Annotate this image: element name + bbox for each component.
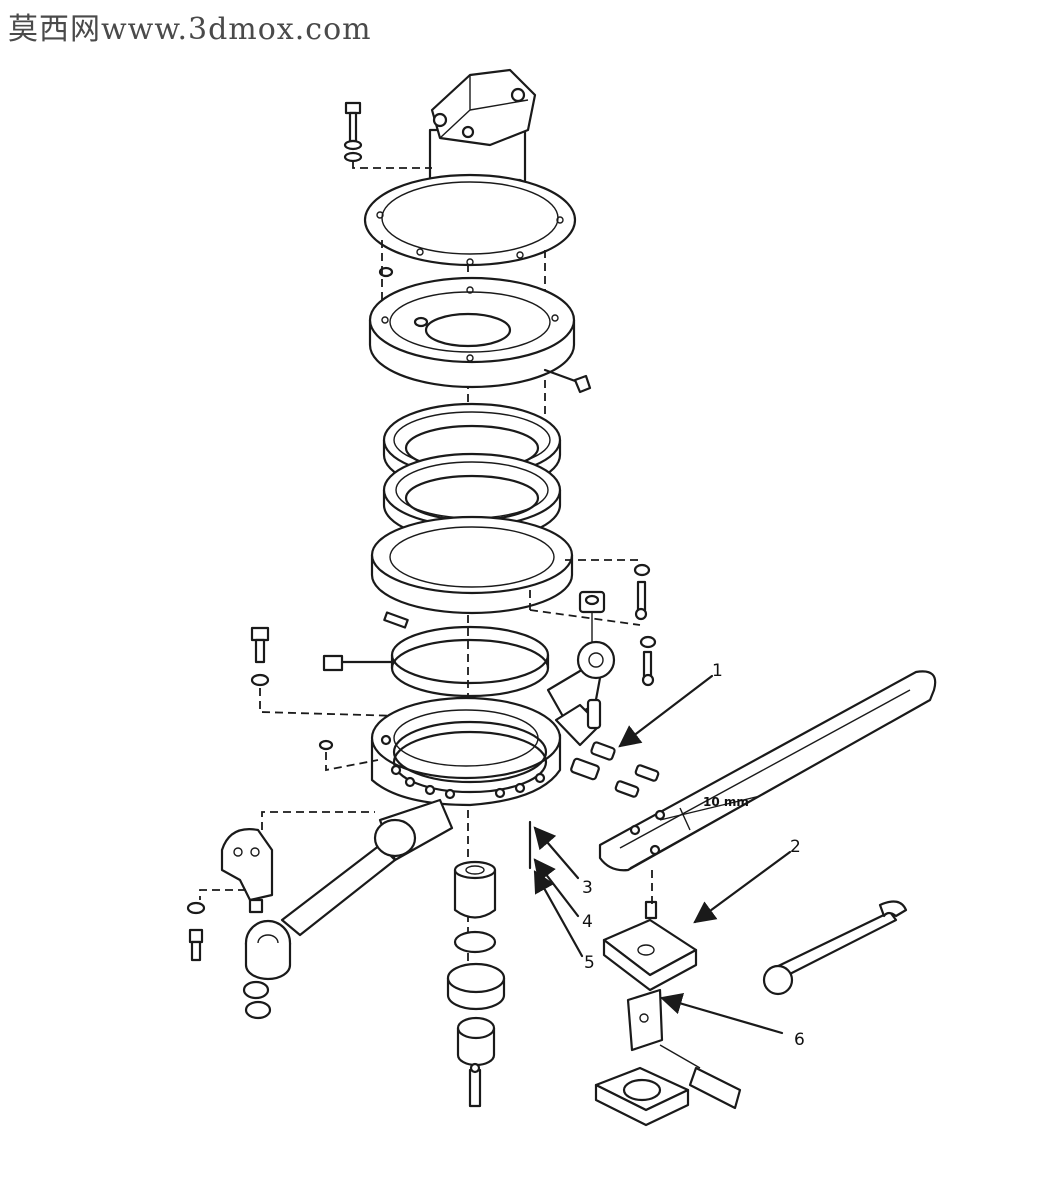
- washer: [378, 266, 394, 278]
- dowel-pin: [383, 611, 409, 629]
- side-bolt-upper: [633, 563, 651, 621]
- callout-leader-3: [533, 826, 580, 880]
- set-screw: [543, 368, 592, 394]
- callout-leader-4: [533, 858, 580, 918]
- callout-5: 5: [584, 953, 595, 973]
- hex-screw: [322, 654, 397, 672]
- shaft-coupling: [446, 860, 506, 1108]
- clamp-plate: [602, 870, 698, 992]
- watermark-text: 莫西网www.3dmox.com: [8, 12, 372, 47]
- tensioner-screw: [570, 698, 660, 798]
- side-bolt-lower: [639, 635, 657, 687]
- callout-leader-5: [533, 870, 584, 958]
- motor-bolt: [343, 101, 432, 169]
- hydraulic-cylinder: [244, 798, 454, 981]
- guide-bar: [598, 670, 937, 872]
- rotator-housing: [370, 640, 616, 807]
- callout-3: 3: [582, 878, 593, 898]
- roller-bushing: [578, 590, 606, 655]
- guide-line: [529, 609, 641, 626]
- hub-washer: [318, 739, 379, 772]
- cylinder-bracket: [199, 811, 375, 914]
- seal-ring: [390, 625, 550, 698]
- callout-6: 6: [794, 1030, 805, 1050]
- callout-leader-6: [659, 992, 784, 1035]
- pin-bolt: [186, 901, 206, 962]
- callout-1: 1: [712, 661, 723, 681]
- base-ring: [370, 515, 574, 615]
- dimension-label: 10 mm: [703, 795, 749, 809]
- mounting-plate: [363, 173, 577, 267]
- chain-tensioner-bracket: [594, 988, 742, 1127]
- lock-nuts: [242, 980, 272, 1020]
- callout-leader-1: [618, 674, 714, 748]
- bearing-housing: [368, 276, 576, 389]
- spanner-wrench: [762, 900, 908, 996]
- callout-4: 4: [582, 912, 593, 932]
- left-bolt: [250, 626, 401, 717]
- callout-2: 2: [790, 837, 801, 857]
- callout-leader-2: [693, 850, 792, 924]
